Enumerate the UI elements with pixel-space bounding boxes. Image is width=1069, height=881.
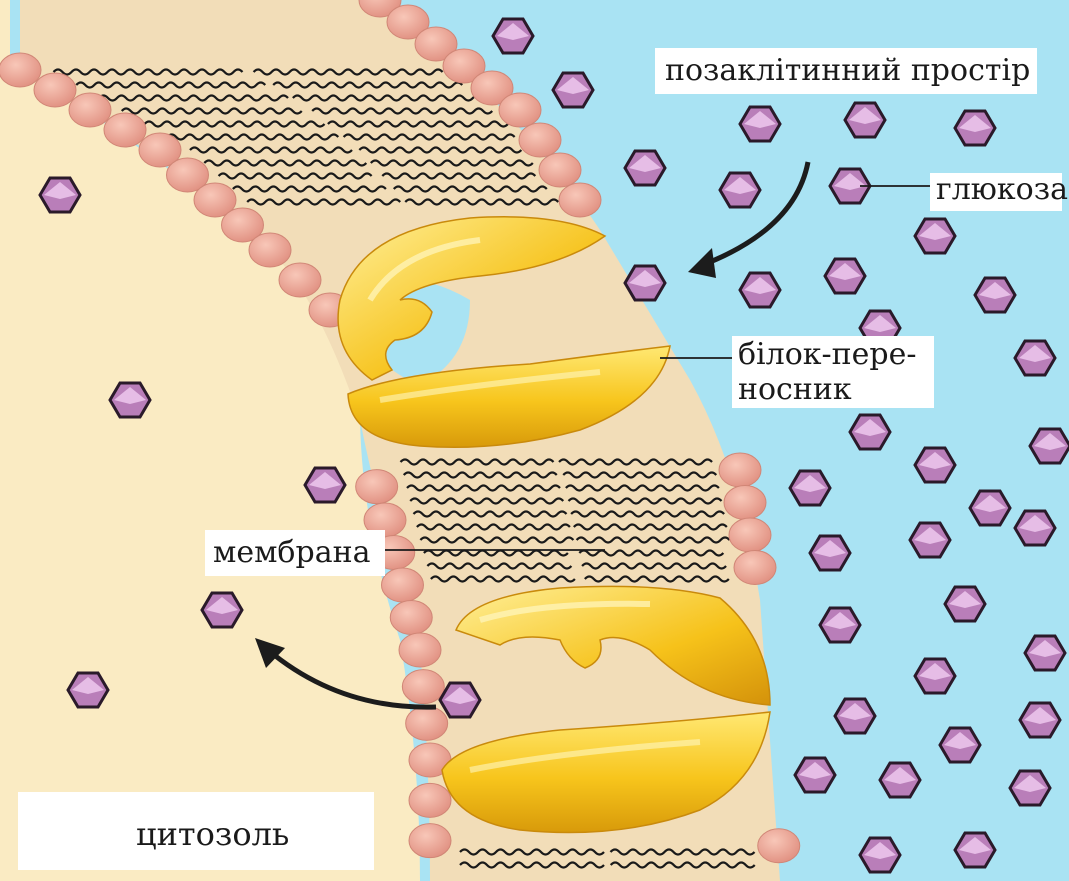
- lipid-head: [734, 551, 776, 585]
- lipid-head: [356, 470, 398, 504]
- lipid-head: [559, 183, 601, 217]
- glucose-molecule-icon: [493, 19, 533, 53]
- extracellular-space-label: позаклітинний простір: [655, 48, 1037, 94]
- lipid-head: [34, 73, 76, 107]
- glucose-molecule-icon: [553, 73, 593, 107]
- lipid-head: [402, 670, 444, 704]
- glucose-molecule-icon: [1020, 703, 1060, 737]
- glucose-molecule-icon: [1015, 511, 1055, 545]
- lipid-head: [724, 486, 766, 520]
- glucose-molecule-icon: [915, 659, 955, 693]
- lipid-head: [409, 783, 451, 817]
- glucose-molecule-icon: [975, 278, 1015, 312]
- lipid-head: [399, 633, 441, 667]
- glucose-molecule-icon: [850, 415, 890, 449]
- glucose-molecule-icon: [68, 673, 108, 707]
- glucose-molecule-icon: [825, 259, 865, 293]
- glucose-molecule-icon: [820, 608, 860, 642]
- lipid-head: [390, 601, 432, 635]
- glucose-molecule-icon: [955, 833, 995, 867]
- glucose-molecule-icon: [720, 173, 760, 207]
- glucose-molecule-icon: [880, 763, 920, 797]
- glucose-molecule-icon: [970, 491, 1010, 525]
- lipid-head: [382, 568, 424, 602]
- lipid-head: [406, 706, 448, 740]
- glucose-molecule-icon: [40, 178, 80, 212]
- lipid-head: [249, 233, 291, 267]
- lipid-head: [758, 829, 800, 863]
- lipid-head: [519, 123, 561, 157]
- glucose-molecule-icon: [845, 103, 885, 137]
- glucose-molecule-icon: [810, 536, 850, 570]
- glucose-molecule-icon: [915, 219, 955, 253]
- glucose-molecule-icon: [945, 587, 985, 621]
- glucose-molecule-icon: [790, 471, 830, 505]
- glucose-molecule-icon: [110, 383, 150, 417]
- cytosol-label: цитозоль: [18, 792, 374, 870]
- glucose-molecule-icon: [915, 448, 955, 482]
- glucose-molecule-icon: [740, 107, 780, 141]
- membrane-label: мембрана: [205, 530, 385, 576]
- lipid-head: [279, 263, 321, 297]
- lipid-head: [409, 824, 451, 858]
- glucose-molecule-icon: [625, 151, 665, 185]
- glucose-molecule-icon: [740, 273, 780, 307]
- lipid-head: [69, 93, 111, 127]
- lipid-head: [719, 453, 761, 487]
- glucose-molecule-icon: [955, 111, 995, 145]
- glucose-molecule-icon: [860, 838, 900, 872]
- glucose-molecule-icon: [1015, 341, 1055, 375]
- lipid-head: [499, 93, 541, 127]
- lipid-head: [729, 518, 771, 552]
- glucose-molecule-icon: [625, 266, 665, 300]
- lipid-head: [0, 53, 41, 87]
- glucose-molecule-icon: [305, 468, 345, 502]
- glucose-molecule-icon: [202, 593, 242, 627]
- lipid-head: [539, 153, 581, 187]
- lipid-head: [104, 113, 146, 147]
- glucose-molecule-icon: [1030, 429, 1069, 463]
- glucose-molecule-icon: [1010, 771, 1050, 805]
- glucose-molecule-icon: [795, 758, 835, 792]
- glucose-label: глюкоза: [930, 173, 1062, 211]
- carrier-protein-label-line2: носник: [738, 373, 934, 408]
- glucose-molecule-icon: [835, 699, 875, 733]
- glucose-molecule-icon: [940, 728, 980, 762]
- carrier-protein-label: білок-пере- носник: [732, 336, 934, 408]
- glucose-molecule-icon: [440, 683, 480, 717]
- glucose-molecule-icon: [910, 523, 950, 557]
- carrier-protein-label-line1: білок-пере-: [738, 338, 934, 373]
- glucose-molecule-icon: [1025, 636, 1065, 670]
